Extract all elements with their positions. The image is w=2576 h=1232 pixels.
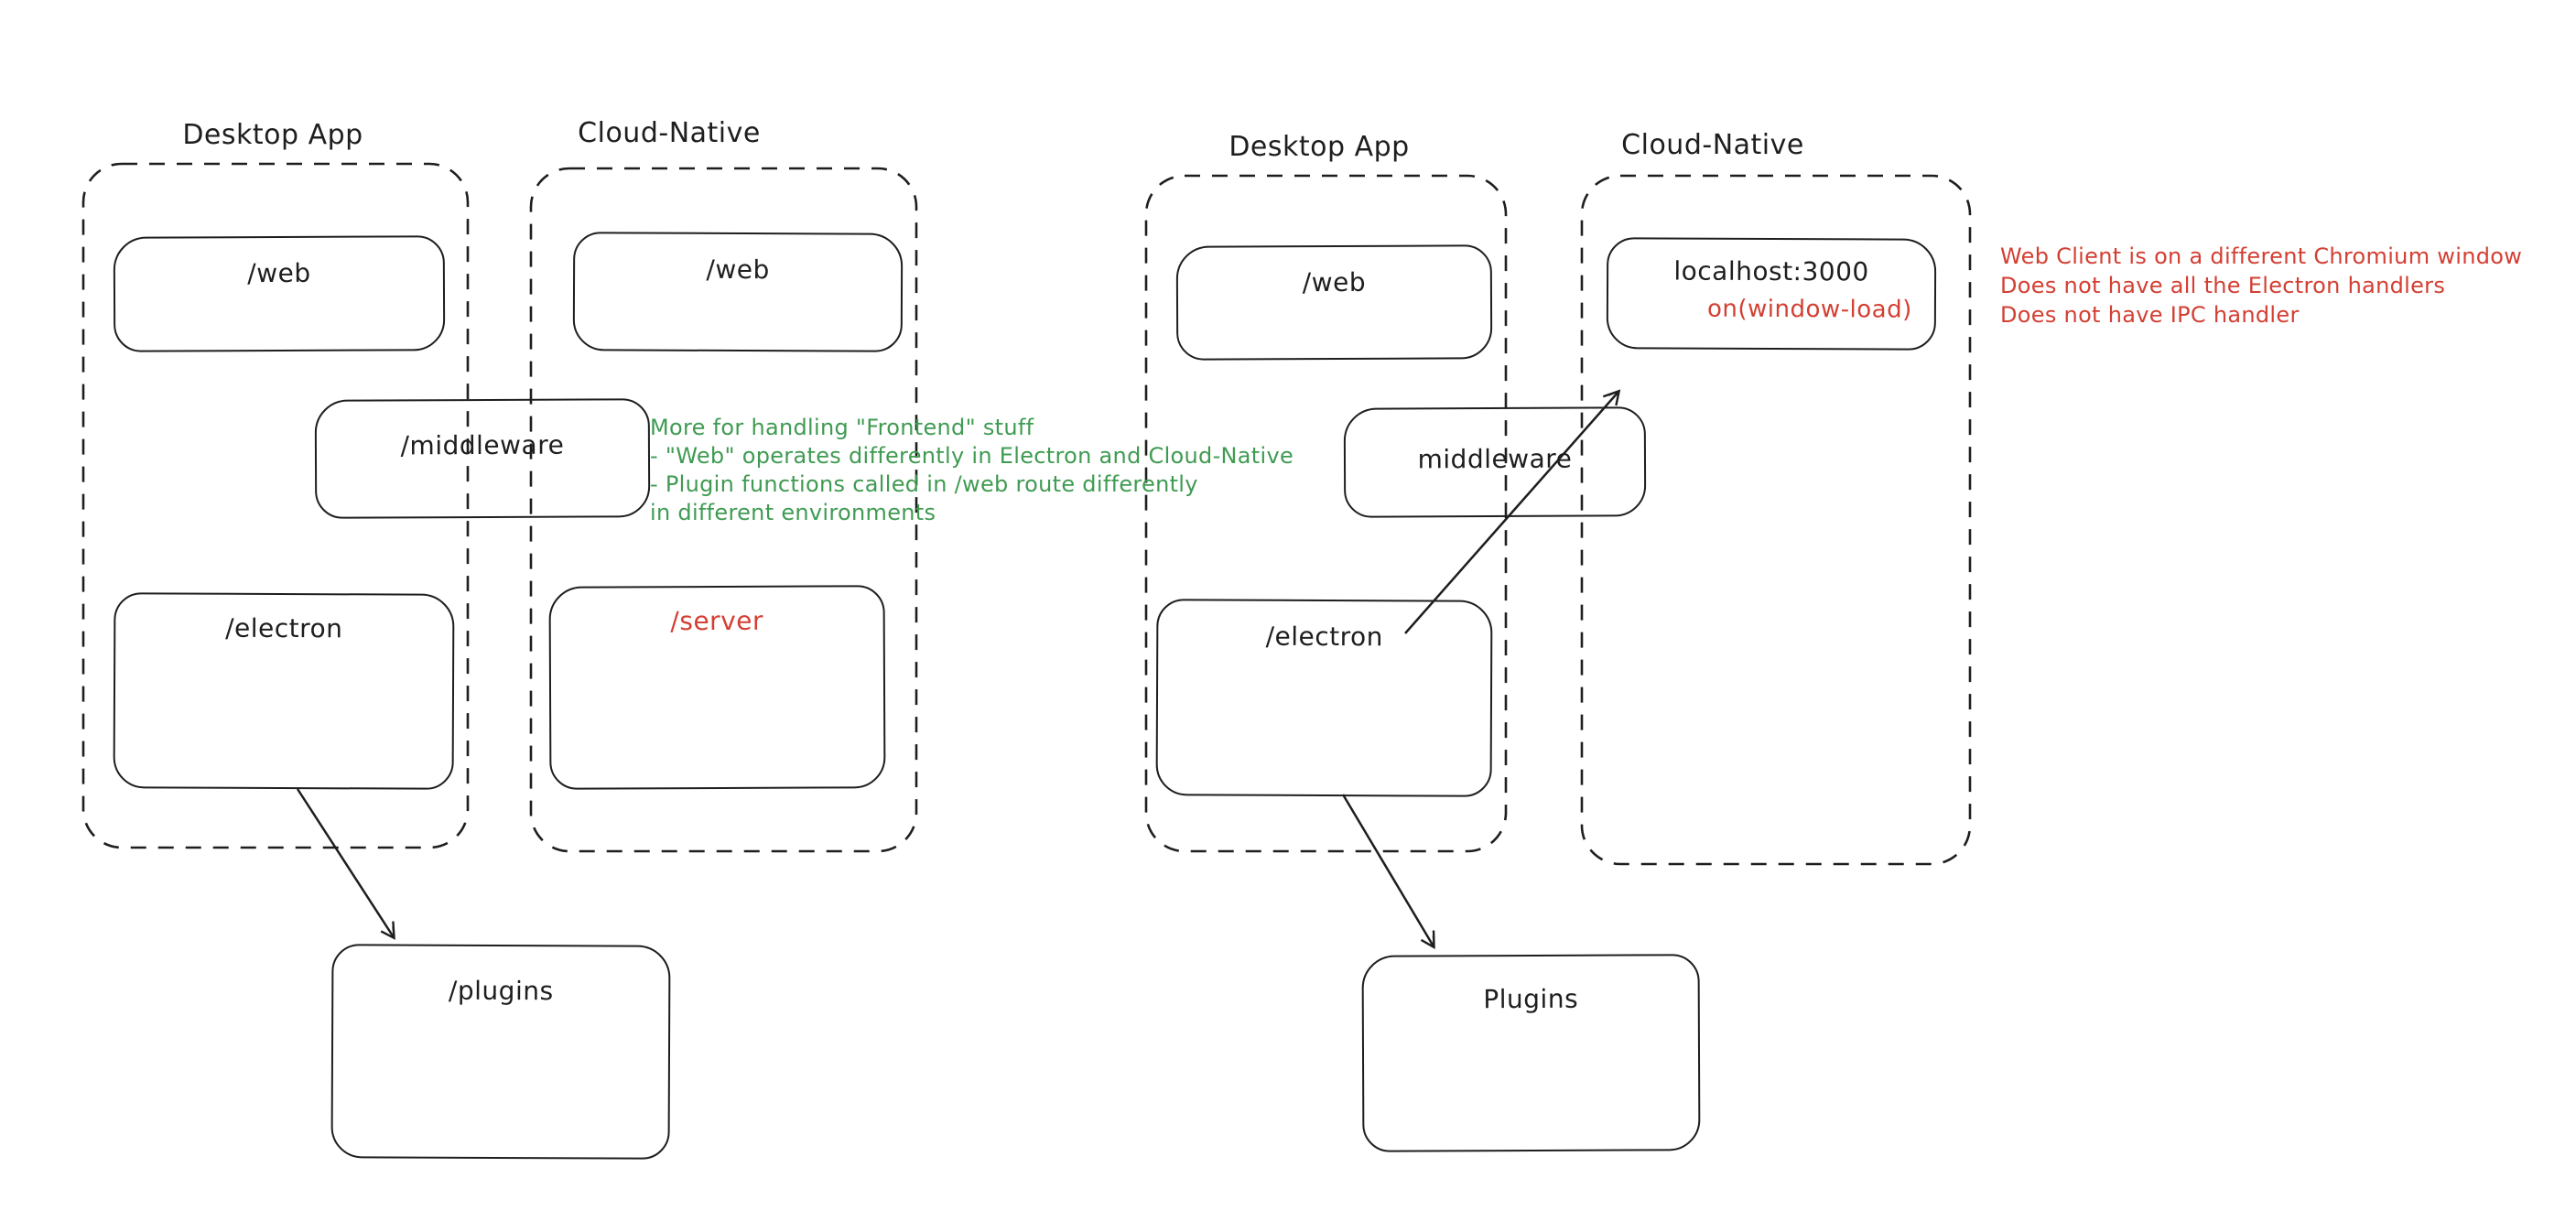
node-plugins-right: Plugins <box>1361 954 1701 1152</box>
node-label: /electron <box>225 612 343 644</box>
node-server-left: /server <box>548 585 886 790</box>
node-localhost-3000: localhost:3000 on(window-load) <box>1606 237 1937 351</box>
node-label: /web <box>1302 266 1367 298</box>
node-plugins-left: /plugins <box>330 944 671 1160</box>
arrow-electron-to-plugins-left <box>296 788 395 940</box>
annotation-line: - Plugin functions called in /web route … <box>650 471 1198 497</box>
node-label: /middleware <box>400 429 565 461</box>
group-title-desktop-app-right: Desktop App <box>1228 131 1410 163</box>
node-label: Plugins <box>1483 983 1579 1015</box>
node-web-cloud-left: /web <box>572 232 904 352</box>
node-electron-right: /electron <box>1155 599 1493 797</box>
annotation-line: Does not have IPC handler <box>2000 302 2300 328</box>
node-middleware-right: middleware <box>1343 406 1647 518</box>
node-middleware-left: /middleware <box>314 398 651 519</box>
annotation-green-note: More for handling "Frontend" stuff - "We… <box>650 414 1293 527</box>
group-title-cloud-native-right: Cloud-Native <box>1621 129 1804 161</box>
container-desktop-app-left <box>81 162 470 849</box>
arrow-electron-to-plugins-right <box>1341 794 1435 949</box>
node-sublabel-on-window-load: on(window-load) <box>1706 295 1912 324</box>
annotation-line: in different environments <box>650 500 936 525</box>
arrow-electron-to-localhost <box>1404 389 1621 634</box>
node-label: /electron <box>1265 621 1384 653</box>
annotation-line: More for handling "Frontend" stuff <box>650 415 1034 440</box>
annotation-line: - "Web" operates differently in Electron… <box>650 443 1294 469</box>
group-title-cloud-native-left: Cloud-Native <box>578 117 761 149</box>
container-desktop-app-right <box>1144 174 1508 853</box>
group-title-desktop-app-left: Desktop App <box>182 119 363 151</box>
annotation-line: Does not have all the Electron handlers <box>2000 273 2446 298</box>
node-label: /web <box>247 257 311 289</box>
container-cloud-native-left <box>529 167 918 853</box>
node-label: middleware <box>1417 443 1573 475</box>
node-label: /plugins <box>448 975 554 1007</box>
node-label: localhost:3000 <box>1673 255 1869 287</box>
annotation-red-note: Web Client is on a different Chromium wi… <box>2000 242 2522 330</box>
node-web-desktop-left: /web <box>113 235 446 352</box>
node-web-desktop-right: /web <box>1175 244 1493 361</box>
annotation-line: Web Client is on a different Chromium wi… <box>2000 243 2523 269</box>
node-electron-left: /electron <box>113 592 455 790</box>
node-label: /web <box>706 254 770 286</box>
node-label: /server <box>670 605 764 637</box>
